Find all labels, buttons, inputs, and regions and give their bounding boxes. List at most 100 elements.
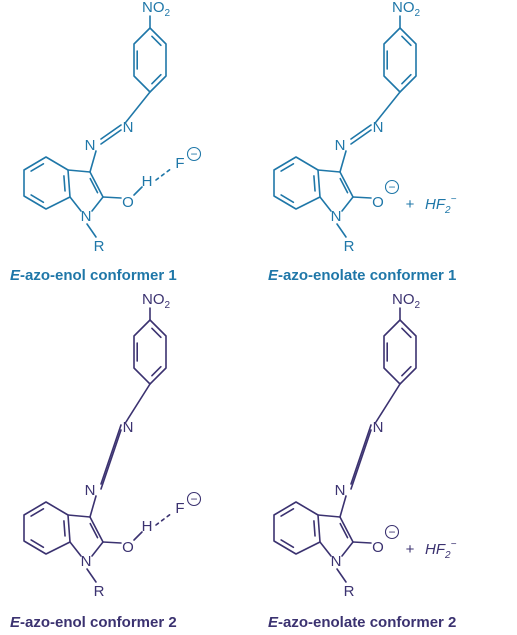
caption-enolate-conformer-2: E-azo-enolate conformer 2	[268, 614, 457, 631]
c-o-bond	[102, 196, 122, 199]
azo-nitrogen-label: N	[373, 419, 384, 436]
aryl-n-bond	[125, 91, 151, 123]
fluoride-label: F	[175, 500, 184, 517]
c-n-bond	[89, 495, 97, 518]
pyrrole-bond	[319, 541, 332, 557]
nitro-subscript: 2	[415, 300, 421, 311]
benzo-ring	[273, 501, 321, 555]
double-bond-line	[151, 73, 162, 85]
ring-nitrogen-label: N	[331, 208, 342, 225]
n-r-bond	[336, 568, 347, 583]
oxygen-label: O	[372, 539, 384, 556]
double-bond-line	[30, 194, 45, 204]
double-bond-line	[89, 522, 99, 539]
double-bond-line	[339, 522, 349, 539]
charge-circle	[384, 524, 400, 540]
fluoride-label: F	[175, 155, 184, 172]
pyrrole-bond	[91, 196, 104, 212]
aryl-n-bond	[125, 383, 151, 423]
c-o-bond	[352, 196, 372, 199]
benzo-ring	[273, 156, 321, 210]
pyrrole-bond	[339, 171, 354, 198]
double-bond-line	[280, 194, 295, 204]
double-bond-line	[401, 365, 412, 377]
pyrrole-bond	[67, 169, 91, 173]
hydrogen-bond-dash	[155, 167, 173, 181]
double-bond-line	[63, 175, 66, 192]
r-substituent-label: R	[344, 238, 355, 255]
azo-nitrogen-label: N	[335, 137, 346, 154]
n-r-bond	[336, 223, 347, 238]
hf2-superscript: −	[451, 539, 457, 550]
azo-nitrogen-label: N	[123, 119, 134, 136]
oxygen-label: O	[122, 539, 134, 556]
charge-circle	[186, 491, 202, 507]
nitrophenyl-ring	[383, 27, 417, 93]
double-bond-line	[30, 507, 45, 517]
pyrrole-bond	[89, 516, 104, 543]
c-o-bond	[102, 541, 122, 544]
double-bond-line	[401, 73, 412, 85]
oxygen-label: O	[122, 194, 134, 211]
azo-double-bond	[350, 429, 372, 490]
double-bond-line	[313, 175, 316, 192]
pyrrole-bond	[91, 541, 104, 557]
azo-double-bond	[100, 124, 122, 140]
double-bond-line	[313, 520, 316, 537]
charge-sign: −	[388, 525, 395, 539]
ring-nitrogen-label: N	[81, 208, 92, 225]
aryl-n-bond	[375, 91, 401, 123]
oxide-charge: −	[384, 179, 400, 195]
hydrogen-label: H	[142, 173, 153, 190]
hf2-subscript: 2	[444, 550, 451, 561]
azo-double-bond	[100, 129, 122, 145]
pyrrole-bond	[67, 514, 91, 518]
nitrophenyl-ring	[383, 319, 417, 385]
charge-circle	[186, 146, 202, 162]
fluoride-charge: −	[186, 491, 202, 507]
double-bond-line	[280, 539, 295, 549]
double-bond-line	[401, 327, 412, 339]
c-n-bond	[89, 150, 97, 173]
azo-double-bond	[350, 424, 372, 485]
pyrrole-bond	[317, 514, 341, 518]
double-bond-line	[30, 162, 45, 172]
pyrrole-bond	[317, 169, 341, 173]
benzo-ring	[23, 501, 71, 555]
n-r-bond	[86, 223, 97, 238]
pyrrole-bond	[89, 171, 104, 198]
nitro-group-label: NO2	[142, 291, 171, 311]
nitro-group-label: NO2	[392, 291, 421, 311]
nitro-subscript: 2	[165, 300, 171, 311]
pyrrole-bond	[339, 516, 354, 543]
pyrrole-bond	[69, 541, 82, 557]
pyrrole-bond	[341, 541, 354, 557]
fluoride-charge: −	[186, 146, 202, 162]
hydrogen-bond-dash	[155, 512, 173, 526]
benzo-ring	[23, 156, 71, 210]
azo-double-bond	[350, 129, 372, 145]
pyrrole-bond	[319, 196, 332, 212]
azo-double-bond	[100, 424, 122, 485]
nitro-subscript: 2	[165, 8, 171, 19]
double-bond-line	[30, 539, 45, 549]
o-h-bond	[133, 186, 143, 196]
r-substituent-label: R	[344, 583, 355, 600]
o-h-bond	[133, 531, 143, 541]
c-n-bond	[339, 150, 347, 173]
c-n-bond	[339, 495, 347, 518]
nitrophenyl-ring	[133, 319, 167, 385]
double-bond-line	[401, 35, 412, 47]
hf2-subscript: 2	[444, 205, 451, 216]
double-bond-line	[89, 177, 99, 194]
nitrophenyl-ring	[133, 27, 167, 93]
azo-nitrogen-label: N	[373, 119, 384, 136]
oxide-charge: −	[384, 524, 400, 540]
pyrrole-bond	[69, 196, 82, 212]
aryl-n-bond	[375, 383, 401, 423]
double-bond-line	[280, 507, 295, 517]
double-bond-line	[280, 162, 295, 172]
charge-sign: −	[190, 147, 197, 161]
